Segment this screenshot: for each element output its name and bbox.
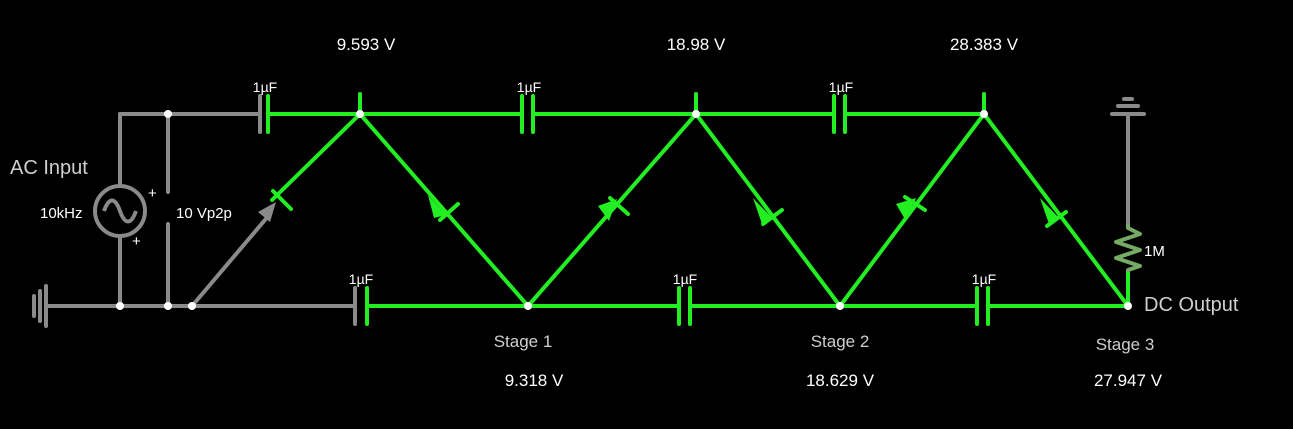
diode-5-arrow [896,198,916,221]
diode-5-wire[interactable] [838,112,986,308]
sine-wave-icon [102,198,138,224]
node [980,110,988,118]
diode-2-wire[interactable] [358,112,530,308]
node [524,302,532,310]
dc-output-label: DC Output [1144,294,1239,316]
diode-3-arrow [598,199,617,221]
diode-1-bar [271,189,293,211]
node [164,110,172,118]
top-voltage-1: 9.593 V [337,35,396,54]
bottom-cap-2-label: 1µF [673,271,697,287]
diode-2-bar [438,202,460,222]
diode-5-bar [903,195,927,212]
bottom-voltage-1: 9.318 V [505,371,564,390]
bottom-voltage-2: 18.629 V [806,371,875,390]
bottom-cap-3-label: 1µF [972,271,996,287]
amplitude-label: 10 Vp2p [176,205,232,222]
node [836,302,844,310]
probe-arrow-line[interactable] [190,212,272,308]
bottom-cap-1-label: 1µF [349,271,373,287]
ac-input-label: AC Input [10,157,88,179]
active-wiring [266,92,1130,326]
diode-6-arrow [1040,198,1060,224]
node [164,302,172,310]
probe-arrow-head [258,202,276,222]
polarity-plus-top: + [148,185,157,202]
top-cap-1-label: 1µF [253,79,277,95]
diode-4-arrow [753,198,773,224]
diode-2-arrow [428,195,446,218]
stage-1-label: Stage 1 [494,332,553,351]
stage-2-label: Stage 2 [811,332,870,351]
ac-source[interactable] [93,184,147,238]
resistor-label: 1M [1144,243,1165,260]
diode-6-wire[interactable] [982,112,1130,308]
node [188,302,196,310]
diode-arrows [428,195,1060,224]
frequency-label: 10kHz [40,205,83,222]
bottom-voltage-3: 27.947 V [1094,371,1163,390]
circuit-nodes [116,110,1132,310]
node [692,110,700,118]
load-resistor[interactable] [1114,224,1142,272]
node [356,110,364,118]
top-cap-3-label: 1µF [829,79,853,95]
diode-1-wire[interactable] [270,112,362,202]
polarity-plus-bottom: + [132,233,141,250]
top-voltage-2: 18.98 V [667,35,726,54]
inactive-wiring [32,94,1146,328]
top-cap-2-label: 1µF [517,79,541,95]
top-voltage-3: 28.383 V [950,35,1019,54]
diode-4-wire[interactable] [694,112,842,308]
node [1124,302,1132,310]
stage-3-label: Stage 3 [1096,335,1155,354]
node [116,302,124,310]
